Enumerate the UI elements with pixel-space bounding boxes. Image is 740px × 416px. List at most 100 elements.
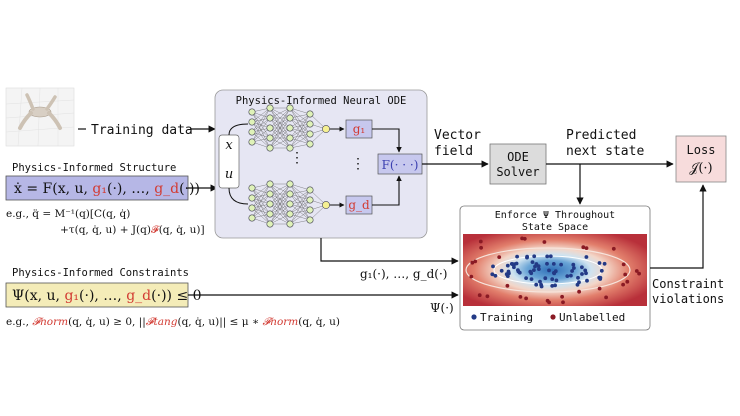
net-edge (251, 183, 271, 219)
training-point (547, 268, 551, 273)
net-edge (289, 113, 311, 129)
neuron (248, 194, 256, 202)
unlabelled-point (634, 269, 639, 273)
training-point (529, 271, 534, 276)
loss-box (675, 135, 727, 183)
training-data-label: Training data (91, 123, 193, 138)
constraint-violations-label-1: Constraint (652, 277, 724, 291)
training-point (533, 264, 537, 269)
nets-vdots: ⋮ (290, 150, 304, 166)
net-edge (289, 189, 311, 225)
legend-unlabelled-marker (550, 314, 556, 320)
neuron (306, 186, 314, 194)
g1-label: g₁ (353, 122, 366, 136)
neuron (248, 214, 256, 222)
training-point (585, 278, 589, 283)
neuron (306, 110, 314, 118)
unlabelled-point (485, 294, 490, 299)
legend-training-label: Training (480, 311, 533, 324)
training-point (491, 264, 495, 269)
neuron (266, 220, 274, 228)
net-edge (289, 189, 311, 205)
training-point (543, 276, 548, 281)
neuron (286, 180, 294, 188)
enforce-title-2: State Space (522, 222, 588, 233)
training-point (490, 272, 495, 277)
training-point (554, 278, 559, 283)
unlabelled-point (577, 289, 581, 294)
arrow-node-to-enforce (320, 238, 459, 265)
structure-box (5, 175, 189, 201)
neuron (286, 124, 294, 132)
input-fanout (228, 187, 249, 205)
net-edge (251, 107, 271, 143)
net-edge (251, 183, 271, 199)
neuron (266, 114, 274, 122)
unlabelled-point (584, 246, 589, 251)
neuron (286, 104, 294, 112)
neural-ode-title: Physics-Informed Neural ODE (236, 95, 407, 107)
neuron (286, 200, 294, 208)
ode-solver-label-2: Solver (496, 165, 539, 179)
structure-title: Physics-Informed Structure (12, 162, 176, 174)
net-edge (251, 107, 271, 123)
constraint-violations-label-2: violations (652, 292, 724, 306)
training-point (570, 269, 574, 273)
net-edge (289, 123, 311, 149)
neuron (266, 144, 274, 152)
training-point (524, 276, 528, 280)
constraints-formula: Ψ(x, u, g₁(·), …, g_d(·)) ≤ 0 (12, 288, 202, 304)
state-space-points (469, 236, 641, 305)
unlabelled-point (470, 260, 475, 265)
training-point (576, 275, 580, 280)
training-point (599, 268, 604, 273)
net-edge (251, 117, 271, 143)
training-point (572, 266, 576, 270)
output-neuron (322, 201, 330, 209)
net-edge (251, 183, 271, 209)
training-point (529, 277, 534, 281)
training-point (538, 279, 542, 284)
training-point (506, 269, 511, 274)
unlabelled-point (611, 246, 616, 251)
training-point (580, 265, 584, 270)
training-point (493, 273, 498, 278)
net-edge (269, 117, 291, 149)
robot-image (5, 87, 75, 147)
unlabelled-point (625, 279, 630, 284)
net-edge (289, 113, 311, 149)
neuron (248, 204, 256, 212)
net-edge (269, 127, 291, 149)
vector-field-label-2: field (434, 144, 473, 159)
output-neuron (322, 125, 330, 133)
training-point (516, 269, 521, 274)
training-point (545, 254, 550, 259)
training-point (577, 280, 581, 285)
net-edge (269, 107, 291, 129)
training-point (499, 268, 504, 273)
ode-solver-label-1: ODE (507, 150, 529, 164)
net-edge (251, 193, 271, 219)
unlabelled-point (561, 300, 565, 305)
net-edge (269, 203, 291, 225)
net-edge (269, 183, 291, 215)
net-edge (269, 193, 291, 225)
gd-label: g_d (348, 198, 370, 212)
neuron (286, 220, 294, 228)
net-edge (269, 183, 291, 205)
net-edge (251, 203, 271, 219)
net-edge (269, 107, 291, 149)
neuron (266, 190, 274, 198)
g-outputs-label: g₁(·), …, g_d(·) (360, 267, 447, 281)
training-point (512, 265, 516, 270)
training-point (565, 274, 570, 278)
net-edge (269, 137, 291, 149)
neural-networks (228, 104, 345, 228)
neuron (286, 144, 294, 152)
net-edge (289, 209, 311, 225)
net-edge (269, 183, 291, 225)
constraints-box (5, 282, 189, 308)
neuron (306, 206, 314, 214)
